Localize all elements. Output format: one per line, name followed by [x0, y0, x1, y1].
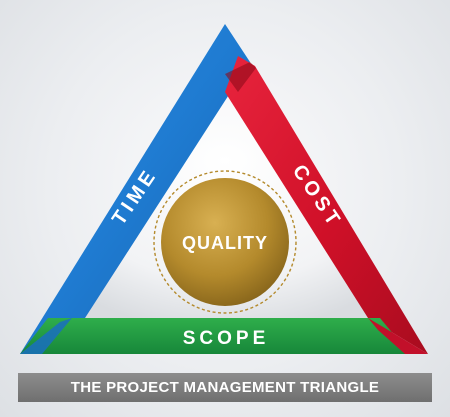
scope-label: SCOPE	[183, 328, 270, 349]
quality-circle	[161, 178, 289, 306]
title-bar: THE PROJECT MANAGEMENT TRIANGLE	[18, 373, 432, 402]
quality-label: QUALITY	[182, 233, 268, 253]
time-band-tip	[20, 318, 72, 354]
cost-band-tip	[368, 318, 428, 354]
cost-band-fold	[225, 62, 256, 92]
time-band	[20, 24, 250, 354]
diagram-title: THE PROJECT MANAGEMENT TRIANGLE	[70, 379, 380, 396]
scope-band	[20, 318, 410, 354]
quality-dashed-ring	[153, 170, 297, 314]
cost-band	[225, 56, 428, 354]
